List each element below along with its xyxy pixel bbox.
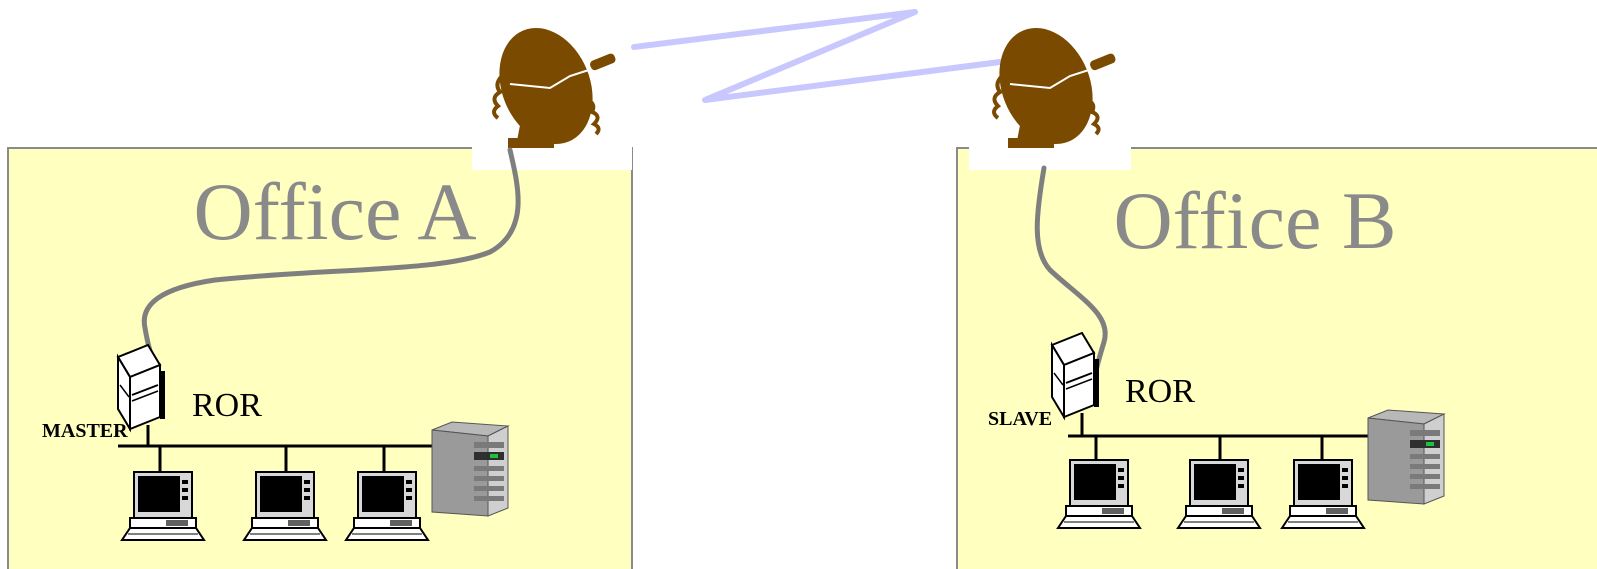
desktop-computer-icon: [243, 471, 327, 541]
office-b-antenna-cable: [1034, 165, 1108, 379]
office-a-role-label: MASTER: [42, 420, 128, 442]
office-b-title: Office B: [1113, 175, 1396, 266]
office-a-antenna-cable: [141, 147, 521, 375]
server-tower-icon: [1367, 409, 1445, 505]
satellite-dish-icon: [980, 11, 1119, 161]
office-a-router-label: ROR: [192, 387, 262, 424]
desktop-computer-icon: [345, 471, 429, 541]
office-a-title: Office A: [193, 166, 476, 257]
desktop-computer-icon: [1281, 459, 1365, 529]
office-a-panel: Office A: [7, 140, 633, 569]
server-tower-icon: [431, 421, 509, 517]
radio-link: [631, 9, 1003, 103]
desktop-computer-icon: [1177, 459, 1261, 529]
office-b-role-label: SLAVE: [988, 408, 1052, 430]
office-b-panel: Office B: [956, 140, 1597, 569]
office-a-box: [7, 147, 633, 569]
satellite-dish-icon: [480, 11, 619, 161]
office-b-network: ROR SLAVE: [988, 332, 1445, 529]
desktop-computer-icon: [121, 471, 205, 541]
office-a-network: ROR MASTER: [42, 344, 509, 541]
office-b-router-label: ROR: [1125, 373, 1195, 410]
office-b-box: [956, 147, 1597, 569]
desktop-computer-icon: [1057, 459, 1141, 529]
